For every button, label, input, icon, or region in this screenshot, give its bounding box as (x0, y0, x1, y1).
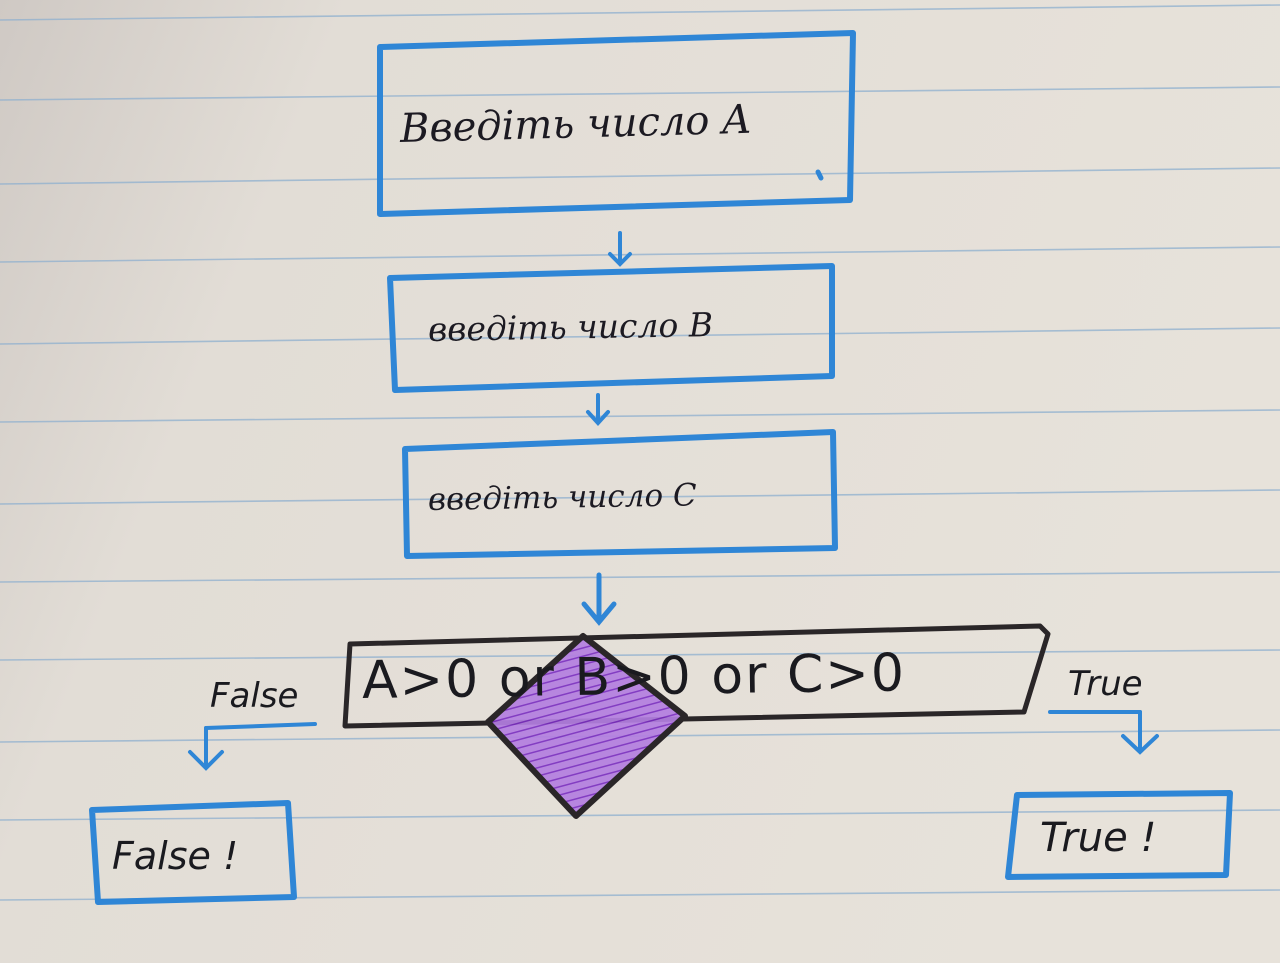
true-output-outline (1005, 790, 1233, 880)
false-branch-connector (188, 722, 317, 771)
step-label-b: введіть число B (427, 305, 714, 349)
false-output-outline (89, 800, 297, 905)
step-label-c: введіть число C (427, 477, 697, 518)
true-branch-connector (1048, 710, 1159, 755)
decision-diamond (485, 633, 688, 819)
ink-dot (815, 169, 824, 181)
step-box-c-outline (402, 429, 838, 559)
arrow-a-to-b (608, 231, 632, 267)
arrow-c-to-decision (581, 572, 617, 626)
true-output-label: True ! (1040, 815, 1157, 861)
true-branch-label: True (1068, 664, 1143, 704)
false-output-label: False ! (112, 834, 239, 878)
false-branch-label: False (210, 676, 299, 716)
step-box-a-outline (377, 30, 856, 217)
step-label-a: Введіть число A (399, 96, 752, 152)
arrow-b-to-c (586, 393, 610, 426)
condition-box-outline (342, 623, 1051, 729)
decision-condition: A>0 or B>0 or C>0 (361, 643, 907, 711)
step-box-b-outline (387, 263, 835, 393)
step-box-a (377, 30, 856, 217)
